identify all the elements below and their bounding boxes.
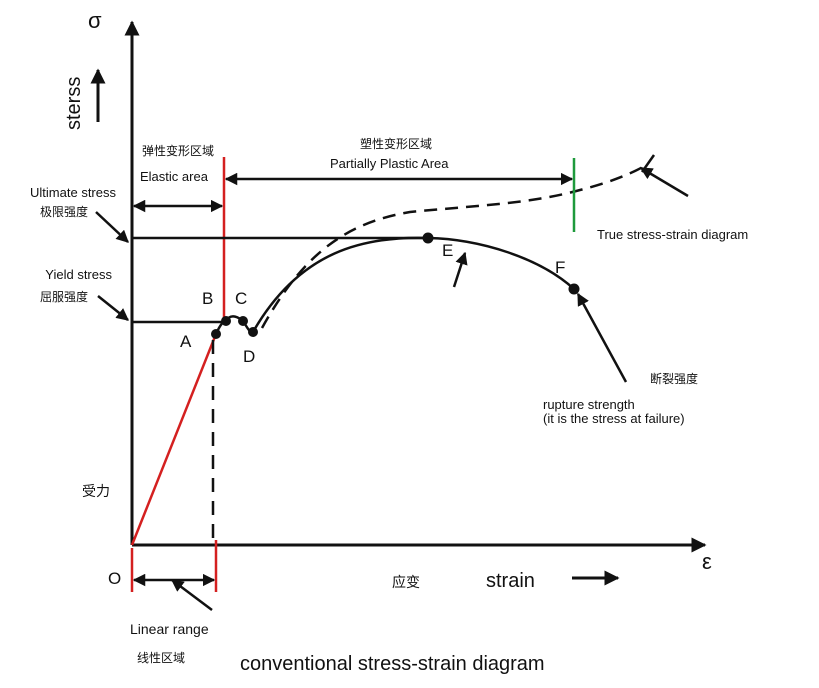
strain-label-en: strain xyxy=(486,570,535,592)
point-d-marker xyxy=(248,327,258,337)
plastic-area-label-en: Partially Plastic Area xyxy=(330,156,449,171)
point-a-marker xyxy=(211,329,221,339)
e-callout-arrow xyxy=(452,251,468,288)
true-stress-strain-curve xyxy=(260,162,649,329)
point-e-label: E xyxy=(442,241,454,260)
rupture-strength-note: (it is the stress at failure) xyxy=(543,411,685,426)
elastic-loading-line xyxy=(130,333,218,546)
point-b-marker xyxy=(221,316,231,326)
point-c-label: C xyxy=(235,289,248,308)
force-label-cn: 受力 xyxy=(82,483,110,499)
point-f-label: F xyxy=(555,258,566,277)
linear-range-label-en: Linear range xyxy=(130,621,209,637)
yield-stress-label-cn: 屈服强度 xyxy=(39,290,88,304)
origin-label: O xyxy=(108,569,122,588)
x-axis-symbol: ε xyxy=(702,549,712,574)
elastic-area-label-en: Elastic area xyxy=(140,169,208,184)
strain-label-cn: 应变 xyxy=(392,574,420,590)
yield-stress-label-en: Yield stress xyxy=(45,267,112,282)
point-d-label: D xyxy=(243,347,256,366)
ultimate-callout-arrow xyxy=(95,211,129,243)
rupture-strength-label-en: rupture strength xyxy=(543,397,635,412)
ultimate-stress-label-en: Ultimate stress xyxy=(30,185,116,200)
diagram-caption: conventional stress-strain diagram xyxy=(240,653,545,675)
true-curve-label: True stress-strain diagram xyxy=(597,227,749,242)
point-a-label: A xyxy=(180,332,192,351)
yield-plateau-curve xyxy=(214,315,254,335)
rupture-callout-arrow xyxy=(576,292,628,383)
elastic-area-label-cn: 弹性变形区域 xyxy=(142,144,215,158)
point-f-marker xyxy=(568,283,580,295)
point-c-marker xyxy=(238,316,248,326)
y-axis-label: sterss xyxy=(63,76,85,130)
yield-callout-arrow xyxy=(97,295,129,321)
linear-range-callout-arrow xyxy=(171,579,213,611)
y-axis-symbol: σ xyxy=(88,8,102,33)
plastic-area-label-cn: 塑性变形区域 xyxy=(360,137,433,151)
linear-range-label-cn: 线性区域 xyxy=(137,651,186,665)
point-b-label: B xyxy=(202,289,214,308)
rupture-strength-label-cn: 断裂强度 xyxy=(650,372,699,386)
engineering-curve xyxy=(251,236,575,333)
point-e-marker xyxy=(422,232,434,244)
true-curve-callout-arrow xyxy=(639,166,689,198)
ultimate-stress-label-cn: 极限强度 xyxy=(39,205,88,219)
